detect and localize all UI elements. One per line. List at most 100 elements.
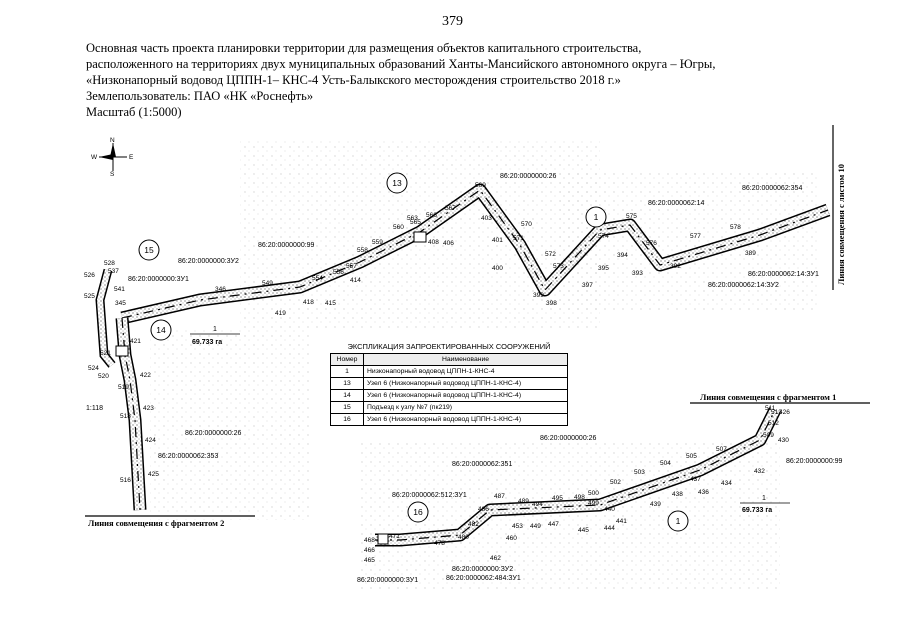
object-marker-16: 16: [407, 501, 429, 523]
point-label: 419: [275, 310, 286, 317]
cadastral-label: 86:20:0000000:ЗУ2: [452, 566, 513, 573]
document-header: Основная часть проекта планировки террит…: [86, 40, 806, 120]
point-label: 465: [364, 557, 375, 564]
point-label: 512: [768, 420, 779, 427]
point-label: 466: [364, 547, 375, 554]
svg-text:14: 14: [156, 325, 166, 335]
point-label: 487: [494, 493, 505, 500]
point-label: 560: [393, 224, 404, 231]
header-line-5: Масштаб (1:5000): [86, 105, 182, 119]
legend-row: 15 Подъезд к узлу №7 (пк219): [330, 401, 568, 414]
point-label: 504: [660, 460, 671, 467]
point-label: 471: [389, 533, 400, 540]
point-label: 406: [443, 240, 454, 247]
legend-col-name: Наименование: [363, 353, 568, 366]
point-label: 432: [754, 468, 765, 475]
point-label: 482: [468, 521, 479, 528]
point-label: 453: [512, 523, 523, 530]
point-label: 462: [490, 555, 501, 562]
point-label: 468: [364, 537, 375, 544]
point-label: 422: [140, 372, 151, 379]
page-number: 379: [442, 14, 463, 29]
point-label: 486: [478, 506, 489, 513]
header-line-2: расположенного на территориях двух муниц…: [86, 57, 716, 71]
compass-w: W: [91, 154, 98, 161]
point-label: 447: [548, 521, 559, 528]
compass-s: S: [110, 171, 115, 178]
point-label: 346: [215, 286, 226, 293]
point-label: 576: [646, 240, 657, 247]
forest-area-2: [560, 170, 820, 310]
area-1-value: 69.733 га: [192, 339, 222, 346]
point-label: 574: [598, 233, 609, 240]
match-fragment1-label: Линия совмещения с фрагментом 1: [700, 392, 836, 402]
point-label: 398: [546, 300, 557, 307]
point-label: 558: [357, 247, 368, 254]
point-label: 569: [475, 182, 486, 189]
point-label: 577: [690, 233, 701, 240]
point-label: 500: [588, 490, 599, 497]
point-label: 565: [410, 219, 421, 226]
point-label: 393: [632, 270, 643, 277]
match-line-fragment2: Линия совмещения с фрагментом 2: [85, 515, 255, 528]
point-label: 425: [148, 471, 159, 478]
point-label: 509: [763, 432, 774, 439]
legend-title: ЭКСПЛИКАЦИЯ ЗАПРОЕКТИРОВАННЫХ СООРУЖЕНИЙ: [347, 342, 551, 351]
node-16-box: [377, 533, 389, 545]
forest-area-3: [150, 330, 310, 520]
point-label: 449: [530, 523, 541, 530]
area-1-num: 1: [213, 326, 217, 333]
point-label: 571: [513, 235, 524, 242]
side-ratio-label: 1:118: [86, 405, 103, 412]
svg-text:1: 1: [594, 212, 599, 222]
legend-row: 1 Низконапорный водовод ЦППН-1-КНС-4: [330, 365, 568, 378]
point-label: 494: [532, 501, 543, 508]
point-label: 556: [333, 269, 344, 276]
point-label: 408: [428, 239, 439, 246]
compass-rose-icon: N S W E: [91, 137, 134, 178]
point-label: 399: [533, 292, 544, 299]
point-label: 537: [108, 268, 119, 275]
object-marker-14: 14: [150, 319, 172, 341]
point-label: 578: [730, 224, 741, 231]
cadastral-label: 86:20:0000062:484:ЗУ1: [446, 575, 521, 582]
point-label: 575: [626, 213, 637, 220]
point-label: 570: [521, 221, 532, 228]
cadastral-label: 86:20:0000062:351: [452, 461, 512, 468]
cadastral-label: 86:20:0000000:99: [258, 242, 315, 249]
point-label: 525: [84, 293, 95, 300]
legend-col-num: Номер: [330, 353, 364, 366]
point-label: 511: [765, 405, 776, 412]
cadastral-label: 86:20:0000000:ЗУ1: [357, 577, 418, 584]
point-label: 392: [670, 263, 681, 270]
point-label: 572: [545, 251, 556, 258]
point-label: 567: [445, 205, 456, 212]
point-label: 524: [88, 365, 99, 372]
point-label: 423: [143, 405, 154, 412]
point-label: 437: [690, 476, 701, 483]
point-label: 518: [120, 413, 131, 420]
svg-text:15: 15: [144, 245, 154, 255]
point-label: 516: [120, 477, 131, 484]
point-label: 440: [604, 506, 615, 513]
point-label: 513: [771, 409, 782, 416]
legend-row: 16 Узел 6 (Низконапорный водовод ЦППН-1-…: [330, 413, 568, 426]
route-west: [95, 268, 147, 511]
point-label: 502: [610, 479, 621, 486]
cadastral-label: 86:20:0000000:3У2: [178, 258, 239, 265]
point-label: 566: [426, 212, 437, 219]
cadastral-label: 86:20:0000000:99: [786, 458, 843, 465]
legend-row: 13 Узел 6 (Низконапорный водовод ЦППН-1-…: [330, 377, 568, 390]
cadastral-label: 86:20:0000062:353: [158, 453, 218, 460]
point-label: 401: [492, 237, 503, 244]
cadastral-label: 86:20:0000062:14: [648, 200, 705, 207]
header-line-4: Землепользователь: ПАО «НК «Роснефть»: [86, 89, 314, 103]
point-label: 441: [616, 518, 627, 525]
match-fragment2-label: Линия совмещения с фрагментом 2: [88, 518, 224, 528]
point-label: 400: [492, 265, 503, 272]
point-label: 414: [350, 277, 361, 284]
point-label: 499: [588, 500, 599, 507]
cadastral-label: 86:20:0000062:14:ЗУ2: [708, 282, 779, 289]
point-label: 415: [325, 300, 336, 307]
